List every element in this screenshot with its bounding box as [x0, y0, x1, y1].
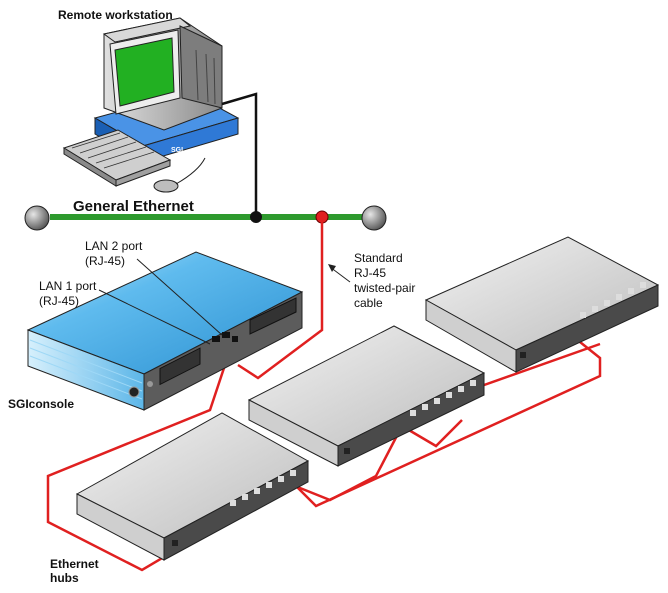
network-hub-icon [247, 325, 486, 467]
label-general-ethernet: General Ethernet [73, 198, 194, 215]
label-lan2-port: LAN 2 port [85, 239, 143, 253]
label-lan1-type: (RJ-45) [39, 294, 79, 308]
label-cable-4: cable [354, 296, 383, 310]
network-hub-icon [75, 412, 310, 561]
leader-lan2 [136, 258, 223, 336]
general-ethernet-bus [24, 205, 387, 231]
label-sgiconsole: SGIconsole [8, 397, 74, 411]
brand-mark: SGI [171, 147, 183, 154]
computer-monitor-icon [102, 17, 223, 131]
bus-terminator-icon [361, 205, 387, 231]
label-remote-workstation: Remote workstation [58, 8, 173, 22]
label-cable-2: RJ-45 [354, 266, 386, 280]
server-chassis-icon [26, 251, 304, 411]
workstation-drop-cable [221, 92, 258, 218]
label-cable-3: twisted-pair [354, 281, 415, 295]
leader-lan1 [98, 289, 211, 345]
network-hub-icon [424, 236, 660, 373]
label-lan1-port: LAN 1 port [39, 279, 97, 293]
keyboard-icon [62, 129, 172, 187]
label-ethernet-hubs-2: hubs [50, 571, 79, 585]
bus-terminator-icon [24, 205, 50, 231]
remote-workstation: SGI [62, 17, 258, 218]
label-ethernet-hubs-1: Ethernet [50, 557, 99, 571]
mouse-icon [153, 157, 206, 193]
label-cable-1: Standard [354, 251, 403, 265]
label-lan2-type: (RJ-45) [85, 254, 125, 268]
bus-tap [250, 211, 262, 223]
